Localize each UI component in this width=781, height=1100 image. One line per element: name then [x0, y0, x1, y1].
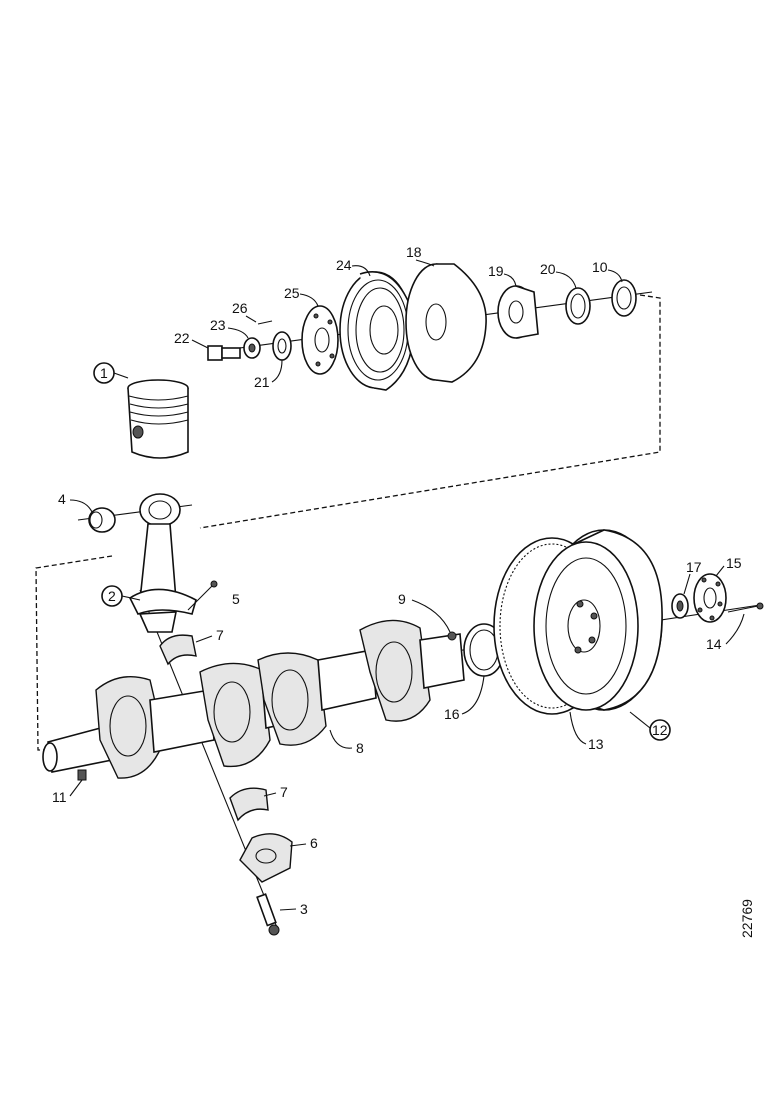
callout-8: 8	[356, 740, 364, 756]
callout-5: 5	[232, 591, 240, 607]
pulley-hub	[497, 285, 539, 339]
callout-9: 9	[398, 591, 406, 607]
callout-2: 2	[108, 588, 116, 604]
callout-14: 14	[706, 636, 722, 652]
callout-22: 22	[174, 330, 190, 346]
piston	[127, 379, 189, 459]
callout-7-upper: 7	[216, 627, 224, 643]
callout-4: 4	[58, 491, 66, 507]
bearing-ring	[272, 331, 292, 361]
callout-13: 13	[588, 736, 604, 752]
callout-21: 21	[254, 374, 270, 390]
piston-pin-bushing	[88, 507, 116, 533]
vibration-damper	[405, 263, 487, 383]
bearing-shell-upper	[159, 634, 197, 666]
flywheel	[533, 529, 663, 711]
callout-26: 26	[232, 300, 248, 316]
small-pin	[257, 320, 273, 325]
crankshaft-pulley	[339, 271, 415, 391]
crankshaft-gear	[611, 279, 637, 317]
dowel-pin	[447, 631, 457, 641]
callout-1: 1	[100, 365, 108, 381]
callout-23: 23	[210, 317, 226, 333]
callout-10: 10	[592, 259, 608, 275]
woodruff-key	[77, 769, 87, 781]
callout-19: 19	[488, 263, 504, 279]
front-oil-seal	[565, 287, 591, 325]
callout-15: 15	[726, 555, 742, 571]
reference-number: 22769	[739, 899, 755, 938]
flywheel-bolt	[727, 602, 764, 613]
flywheel-washer-plate	[693, 573, 727, 623]
crankshaft	[42, 619, 465, 779]
callout-20: 20	[540, 261, 556, 277]
pilot-bearing	[671, 593, 689, 619]
callout-17: 17	[686, 559, 702, 575]
washer	[243, 337, 261, 359]
pulley-bolt	[207, 345, 241, 361]
bearing-shell-lower	[229, 787, 269, 822]
callout-labels: 1 2 3 4 5 6 7 7 8 9 10 11	[52, 244, 745, 917]
callout-3: 3	[300, 901, 308, 917]
callout-16: 16	[444, 706, 460, 722]
callout-11: 11	[52, 789, 67, 805]
callout-24: 24	[336, 257, 352, 273]
callout-25: 25	[284, 285, 300, 301]
bearing-cap-bolt	[256, 893, 280, 936]
callout-7-lower: 7	[280, 784, 288, 800]
callout-6: 6	[310, 835, 318, 851]
spacer-flange	[301, 305, 339, 375]
callout-18: 18	[406, 244, 422, 260]
connecting-rod	[128, 493, 218, 633]
main-bearing-cap	[239, 833, 293, 883]
callout-12: 12	[652, 722, 668, 738]
